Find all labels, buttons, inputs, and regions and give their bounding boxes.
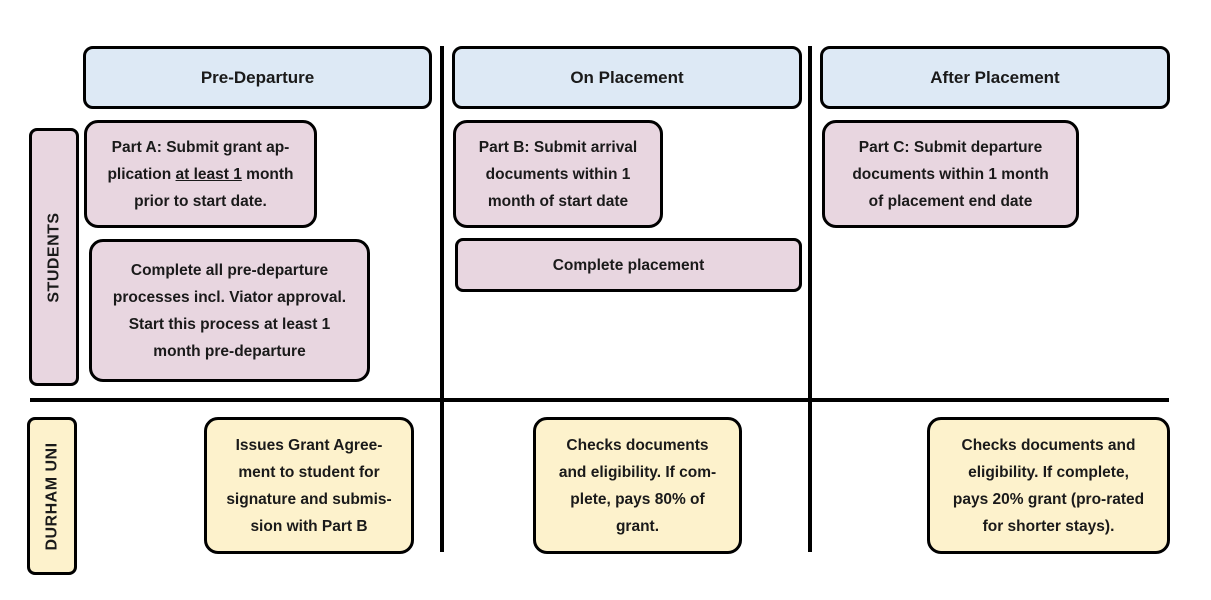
lane-label: STUDENTS [45,211,63,303]
part-a-line: Part A: Submit grant ap- [111,138,290,156]
part-b-text: Part B: Submit arrival documents within … [478,138,638,210]
phase-pre-departure: Pre-Departure [83,46,432,109]
pre-departure-processes-box: Complete all pre-departure processes inc… [89,239,370,382]
complete-placement-box: Complete placement [455,238,802,292]
lane-label: DURHAM UNI [43,441,61,551]
checks-20-text: Checks documents and eligibility. If com… [952,436,1145,535]
part-a-line: prior to start date. [134,192,267,210]
phase-on-placement: On Placement [452,46,802,109]
part-a-text: plication [107,165,176,183]
lane-durham-uni: DURHAM UNI [27,417,77,575]
checks-20-box: Checks documents and eligibility. If com… [927,417,1170,554]
part-a-text: month [241,165,294,183]
part-a-box: Part A: Submit grant ap- plication at le… [84,120,317,228]
divider-vertical-1 [440,46,444,552]
phase-label: On Placement [570,68,684,87]
part-a-underlined: at least 1 [175,165,242,183]
divider-vertical-2 [808,46,812,552]
part-a-line: plication at least 1 month [107,161,293,188]
phase-after-placement: After Placement [820,46,1170,109]
part-b-box: Part B: Submit arrival documents within … [453,120,663,228]
part-c-box: Part C: Submit departure documents withi… [822,120,1079,228]
grant-agreement-box: Issues Grant Agree- ment to student for … [204,417,414,554]
phase-label: After Placement [930,68,1060,87]
pre-departure-text: Complete all pre-departure processes inc… [112,261,347,360]
grant-agreement-text: Issues Grant Agree- ment to student for … [226,436,392,535]
divider-horizontal [30,398,1169,402]
checks-80-box: Checks documents and eligibility. If com… [533,417,742,554]
part-c-text: Part C: Submit departure documents withi… [852,138,1049,210]
phase-label: Pre-Departure [200,68,315,87]
checks-80-text: Checks documents and eligibility. If com… [558,436,717,535]
complete-placement-text: Complete placement [552,256,705,274]
lane-students: STUDENTS [29,128,79,386]
